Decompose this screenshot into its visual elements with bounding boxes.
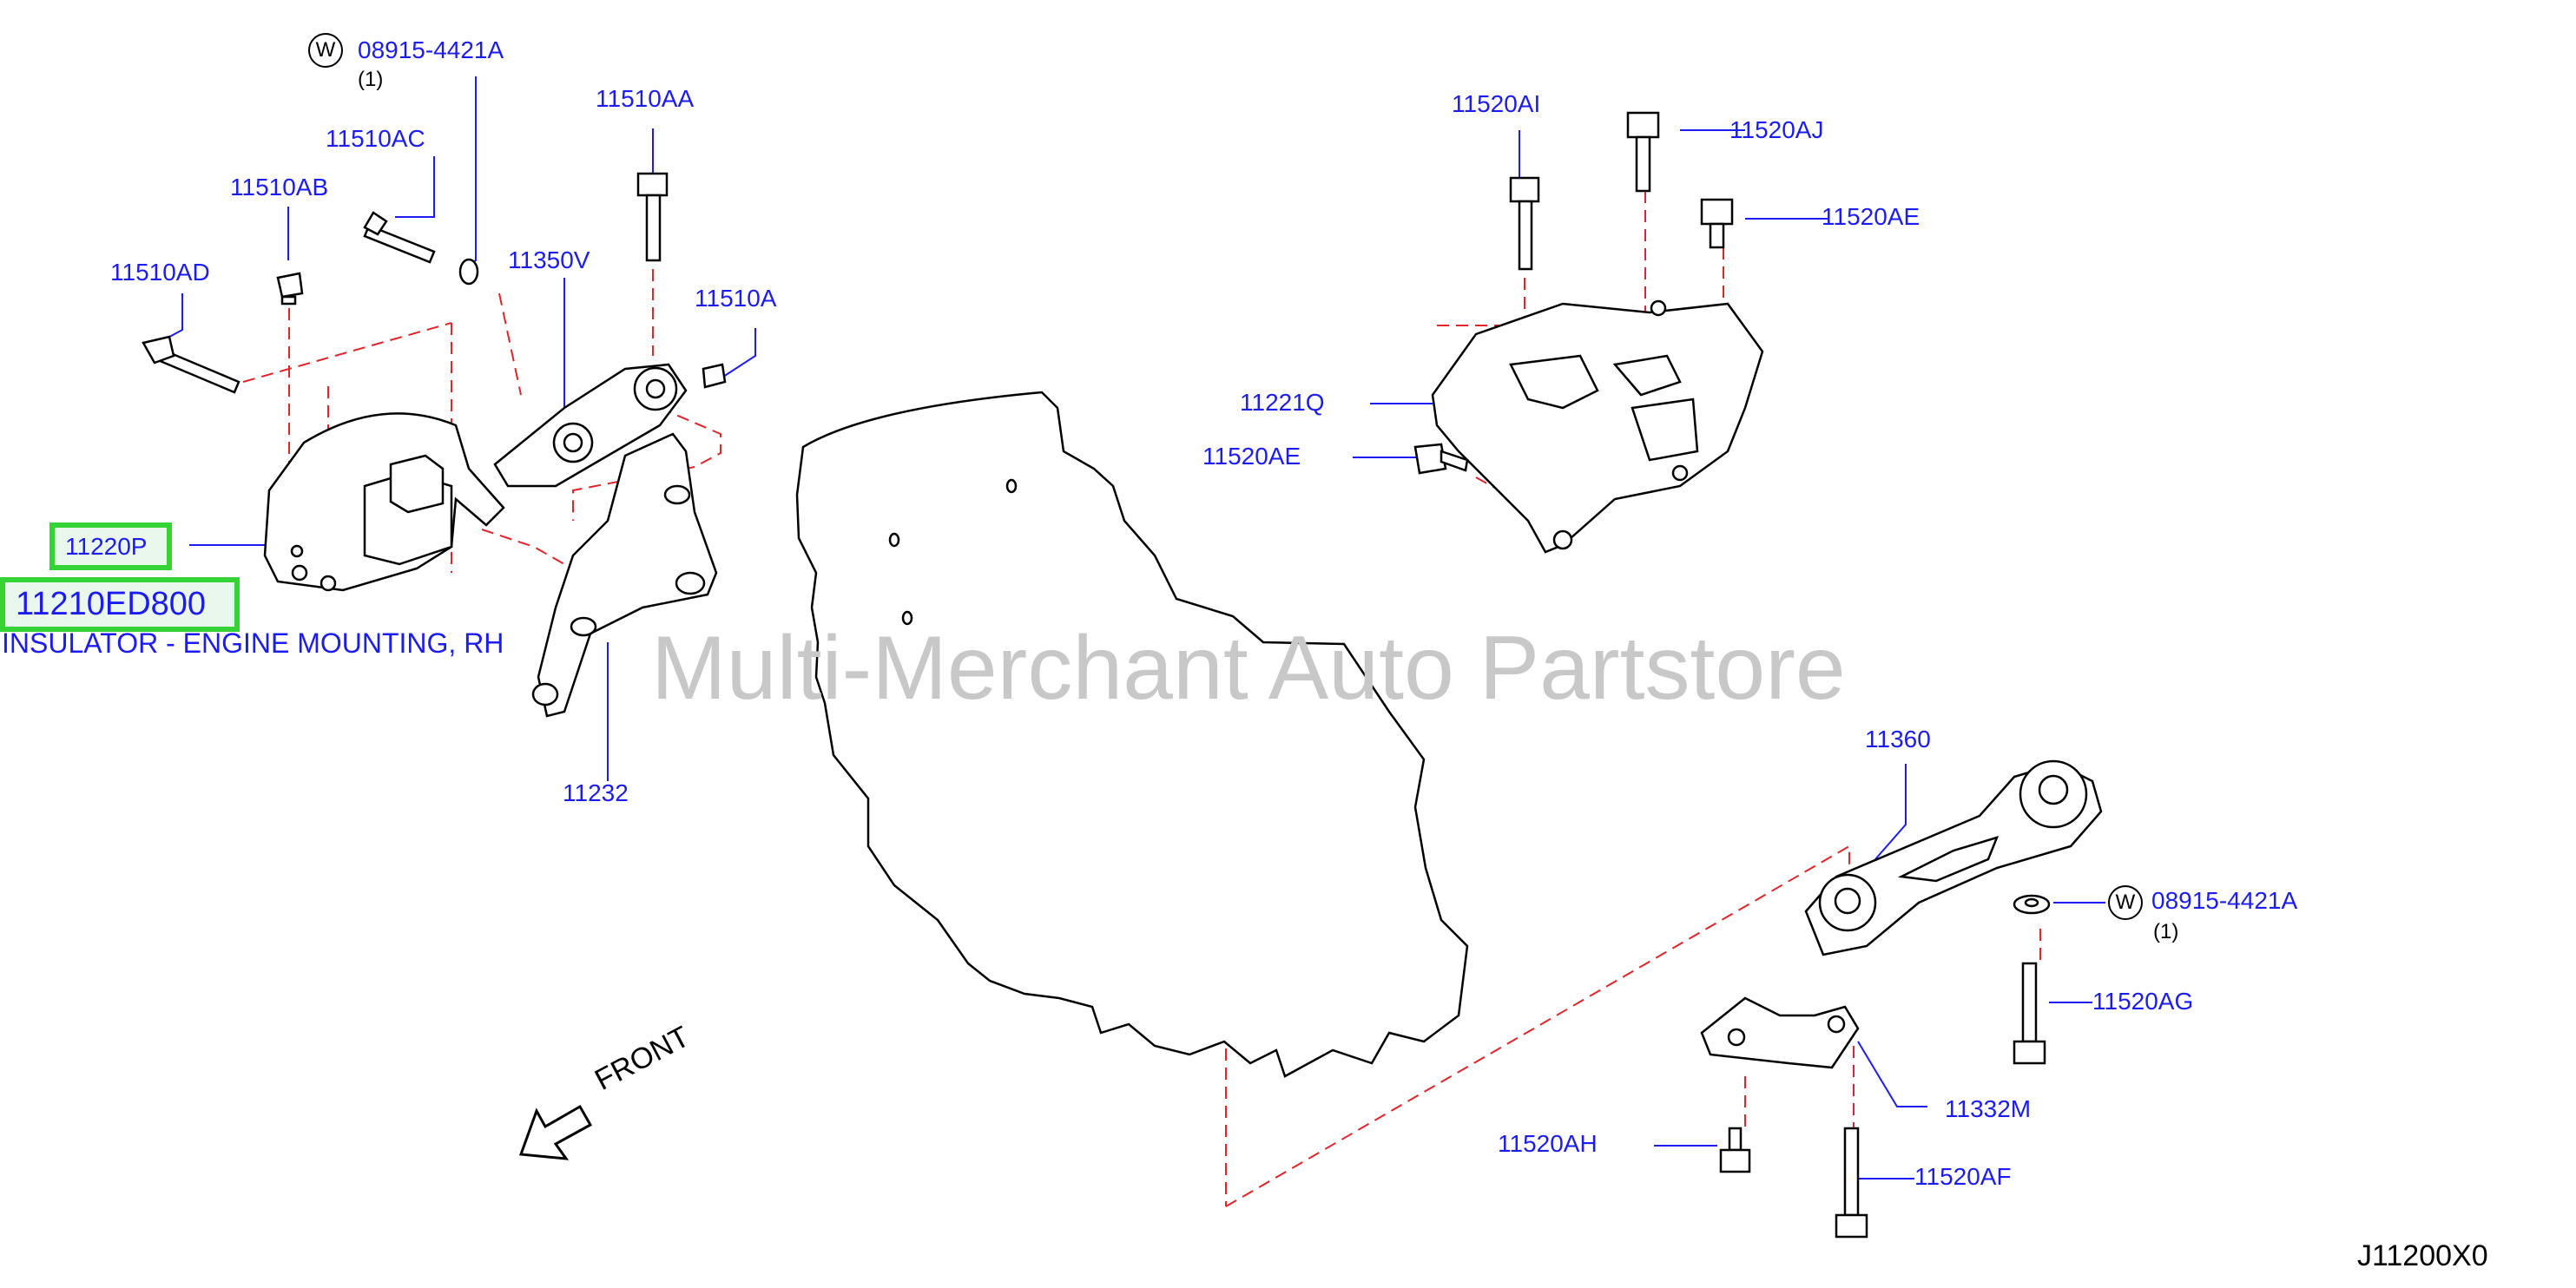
rh-insulator [263, 412, 505, 592]
callout-11360[interactable]: 11360 [1865, 726, 1931, 752]
bracket-11232 [531, 432, 718, 718]
callout-11520aj[interactable]: 11520AJ [1729, 116, 1824, 143]
link-11350v [493, 363, 688, 488]
washer-qty: (1) [2153, 920, 2179, 943]
front-arrow-icon [518, 1104, 593, 1160]
bolts-upper-right [1413, 111, 1734, 475]
callout-11510ac[interactable]: 11510AC [326, 125, 425, 152]
washer-symbol-icon: W [2108, 885, 2143, 920]
diagram-code: J11200X0 [2357, 1239, 2488, 1272]
callout-11520ai[interactable]: 11520AI [1452, 90, 1541, 117]
callout-11520af[interactable]: 11520AF [1914, 1163, 2012, 1190]
callout-08915-4421a[interactable]: 08915-4421A [358, 36, 504, 63]
callout-11510aa[interactable]: 11510AA [596, 85, 695, 112]
callout-11221q[interactable]: 11221Q [1240, 389, 1325, 416]
bracket-11332m [1700, 996, 1860, 1069]
callout-11350v[interactable]: 11350V [508, 246, 590, 273]
callout-11232[interactable]: 11232 [563, 779, 629, 806]
bracket-11221q [1431, 299, 1764, 554]
callout-11510ad[interactable]: 11510AD [110, 259, 210, 286]
washer-symbol-icon: W [308, 33, 343, 68]
part-description: INSULATOR - ENGINE MOUNTING, RH [2, 628, 504, 659]
highlighted-callout-11220p[interactable]: 11220P [49, 522, 172, 570]
callout-11520ag[interactable]: 11520AG [2092, 988, 2194, 1015]
bolts-left [142, 172, 727, 394]
callout-11510a[interactable]: 11510A [695, 285, 777, 312]
callout-11510ab[interactable]: 11510AB [230, 174, 329, 200]
engine-block [795, 391, 1469, 1078]
callout-08915-4421a-2[interactable]: 08915-4421A [2151, 887, 2298, 914]
callout-11520ae[interactable]: 11520AE [1822, 203, 1920, 230]
callout-11332m[interactable]: 11332M [1945, 1095, 2032, 1122]
highlighted-part-number[interactable]: 11210ED800 [0, 577, 240, 632]
torque-rod-11360 [1804, 759, 2103, 956]
bolts-lower-right [1719, 894, 2051, 1239]
washer-qty: (1) [358, 68, 384, 91]
callout-11520ah[interactable]: 11520AH [1498, 1130, 1598, 1157]
callout-11520ae-2[interactable]: 11520AE [1202, 443, 1301, 470]
watermark: Multi-Merchant Auto Partstore [651, 618, 1846, 719]
